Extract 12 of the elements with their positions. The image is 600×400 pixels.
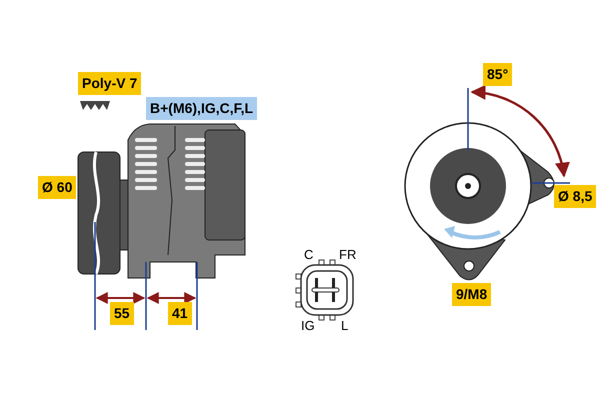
dimension-label: 9/M8	[452, 283, 492, 306]
dimension-label: 85°	[483, 63, 512, 86]
dimension-label: Poly-V 7	[78, 72, 142, 95]
pin-label: IG	[301, 319, 315, 332]
dimension-label: B+(M6),IG,C,F,L	[146, 97, 258, 120]
dimension-label: 55	[110, 302, 134, 325]
dimension-label: Ø 60	[38, 176, 76, 199]
pin-label: C	[304, 248, 314, 261]
pin-label: L	[341, 319, 348, 332]
dimension-label: 41	[168, 302, 192, 325]
pin-label: FR	[339, 248, 356, 261]
dimension-label: Ø 8,5	[554, 185, 596, 208]
